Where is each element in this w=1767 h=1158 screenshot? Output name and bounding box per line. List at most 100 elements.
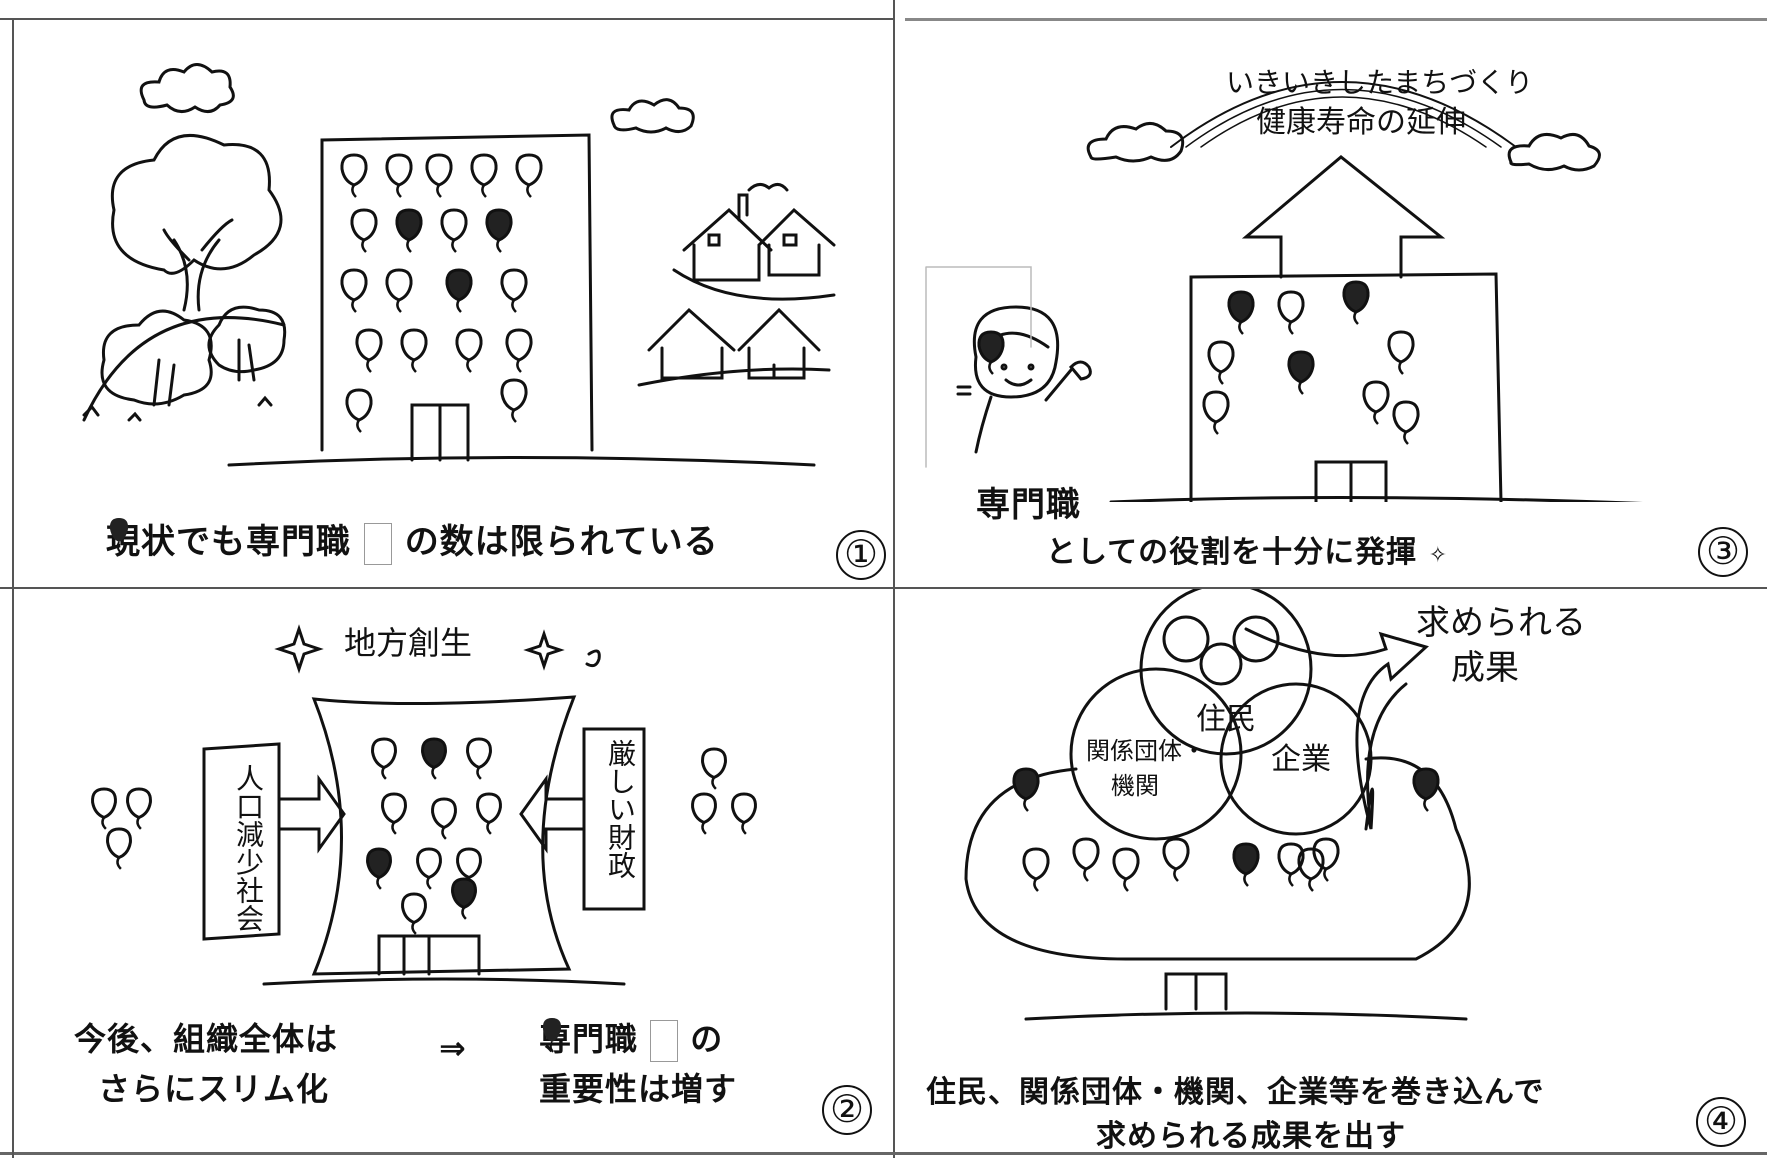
balloon-string bbox=[136, 816, 142, 830]
balloon-icon bbox=[385, 153, 413, 187]
balloon-dark-icon bbox=[366, 847, 392, 880]
balloon-dark-icon bbox=[445, 268, 473, 302]
balloon-icon bbox=[106, 827, 132, 860]
arrow-right-icon bbox=[277, 774, 346, 854]
building bbox=[1189, 272, 1503, 502]
caption-line-1-end: の bbox=[690, 1020, 724, 1058]
balloon-icon bbox=[1392, 400, 1420, 434]
balloon-string bbox=[351, 299, 357, 313]
balloon-icon bbox=[701, 747, 727, 780]
pressure-right-text: 厳しい財政 bbox=[604, 739, 637, 879]
hill bbox=[637, 367, 831, 387]
caption-line-2: としての役割を十分に発揮 ✧ bbox=[1046, 527, 1448, 571]
panel-3-illustration: いきいきしたまちづくり 健康寿命の延伸 bbox=[925, 66, 1643, 502]
panel-2-caption-left: 今後、組織全体は さらにスリム化 bbox=[74, 1014, 338, 1114]
balloon-icon bbox=[1112, 847, 1140, 881]
face-icon bbox=[1199, 642, 1243, 686]
balloon-string bbox=[486, 821, 492, 835]
balloon-dark-icon bbox=[977, 330, 1005, 364]
balloon-icon bbox=[1207, 340, 1235, 374]
balloon-icon bbox=[91, 787, 117, 820]
arrow-left-icon bbox=[519, 774, 586, 854]
cloud-icon bbox=[1507, 132, 1601, 172]
balloon-icon bbox=[542, 1018, 679, 1062]
sparkle-icon: ✧ bbox=[1428, 543, 1448, 568]
caption-part-1: 現状でも専門職 bbox=[106, 522, 351, 562]
pressure-left-text: 人口減少社会 bbox=[232, 764, 265, 932]
caption-line-1: 住民、関係団体・機関、企業等を巻き込んで bbox=[926, 1075, 1545, 1110]
balloon-string bbox=[476, 766, 482, 780]
balloon-string bbox=[396, 299, 402, 313]
rainbow-text-1: いきいきしたまちづくり bbox=[1226, 66, 1533, 99]
banner-text: 地方創生 bbox=[344, 624, 472, 662]
balloon-icon bbox=[691, 792, 717, 825]
balloon-icon bbox=[431, 797, 457, 830]
balloon-icon bbox=[1387, 330, 1415, 364]
balloon-dark-icon bbox=[1342, 280, 1370, 314]
balloon-string bbox=[391, 821, 397, 835]
house-icon bbox=[757, 207, 836, 277]
balloon-icon bbox=[1162, 837, 1190, 871]
hill bbox=[82, 316, 286, 422]
balloon-string bbox=[406, 239, 412, 253]
frame-bottom bbox=[0, 1152, 1767, 1155]
balloon-string bbox=[441, 826, 447, 840]
sparkle-icon bbox=[274, 624, 324, 674]
balloon-dark-icon bbox=[1412, 767, 1440, 801]
caption-line-2: 重要性は増す bbox=[539, 1070, 738, 1108]
balloon-string bbox=[1398, 361, 1404, 375]
ground-line bbox=[1109, 495, 1643, 502]
door bbox=[1314, 460, 1388, 502]
panel-3: いきいきしたまちづくり 健康寿命の延伸 専門職 としての役割を十分に発揮 ✧ ③ bbox=[896, 22, 1766, 586]
balloon-string bbox=[1308, 878, 1314, 892]
balloon-dark-icon bbox=[485, 208, 513, 242]
building bbox=[320, 133, 594, 452]
panel-number: ④ bbox=[1696, 1097, 1746, 1147]
balloon-string bbox=[1423, 798, 1429, 812]
balloon-string bbox=[1218, 371, 1224, 385]
balloon-dark-icon bbox=[1012, 767, 1040, 801]
balloon-dark-icon bbox=[421, 737, 447, 770]
balloon-icon bbox=[456, 847, 482, 880]
balloon-string bbox=[1353, 311, 1359, 325]
balloon-string bbox=[411, 921, 417, 935]
balloon-dark-icon bbox=[451, 877, 477, 910]
balloon-string bbox=[431, 766, 437, 780]
caption-line-2-text: としての役割を十分に発揮 bbox=[1046, 535, 1418, 570]
circle-label-company: 企業 bbox=[1271, 742, 1331, 777]
balloon-icon bbox=[1202, 390, 1230, 424]
caption-line-2: さらにスリム化 bbox=[98, 1070, 330, 1108]
balloon-string bbox=[481, 184, 487, 198]
building bbox=[311, 695, 577, 976]
tree-icon bbox=[207, 305, 287, 374]
balloon-icon bbox=[1072, 837, 1100, 871]
panel-1-illustration bbox=[82, 63, 836, 467]
balloon-string bbox=[516, 359, 522, 373]
arrow-up-icon bbox=[1241, 155, 1446, 279]
balloon-string bbox=[351, 184, 357, 198]
balloon-icon bbox=[466, 737, 492, 770]
cloud-icon bbox=[1086, 122, 1185, 163]
tree-icon bbox=[100, 309, 213, 406]
balloon-icon bbox=[371, 737, 397, 770]
rainbow-text-2: 健康寿命の延伸 bbox=[1256, 105, 1466, 140]
balloon-string bbox=[461, 906, 467, 920]
frame-left bbox=[12, 18, 14, 1158]
balloon-string bbox=[1298, 381, 1304, 395]
organization-blob bbox=[964, 756, 1471, 961]
balloon-icon bbox=[109, 518, 392, 565]
balloon-icon bbox=[731, 792, 757, 825]
caption-line-1: 専門職 bbox=[976, 485, 1081, 525]
balloon-cluster bbox=[977, 280, 1420, 445]
frame-horizontal-divider bbox=[0, 587, 1767, 589]
balloon-string bbox=[356, 419, 362, 433]
balloon-icon bbox=[500, 268, 528, 302]
balloon-string bbox=[366, 359, 372, 373]
balloon-string bbox=[1083, 868, 1089, 882]
balloon-string bbox=[466, 359, 472, 373]
balloon-string bbox=[988, 361, 994, 375]
hill bbox=[672, 268, 836, 301]
balloon-dark-icon bbox=[395, 208, 423, 242]
balloon-string bbox=[1213, 421, 1219, 435]
caption-part-2: の数は限られている bbox=[404, 522, 719, 562]
